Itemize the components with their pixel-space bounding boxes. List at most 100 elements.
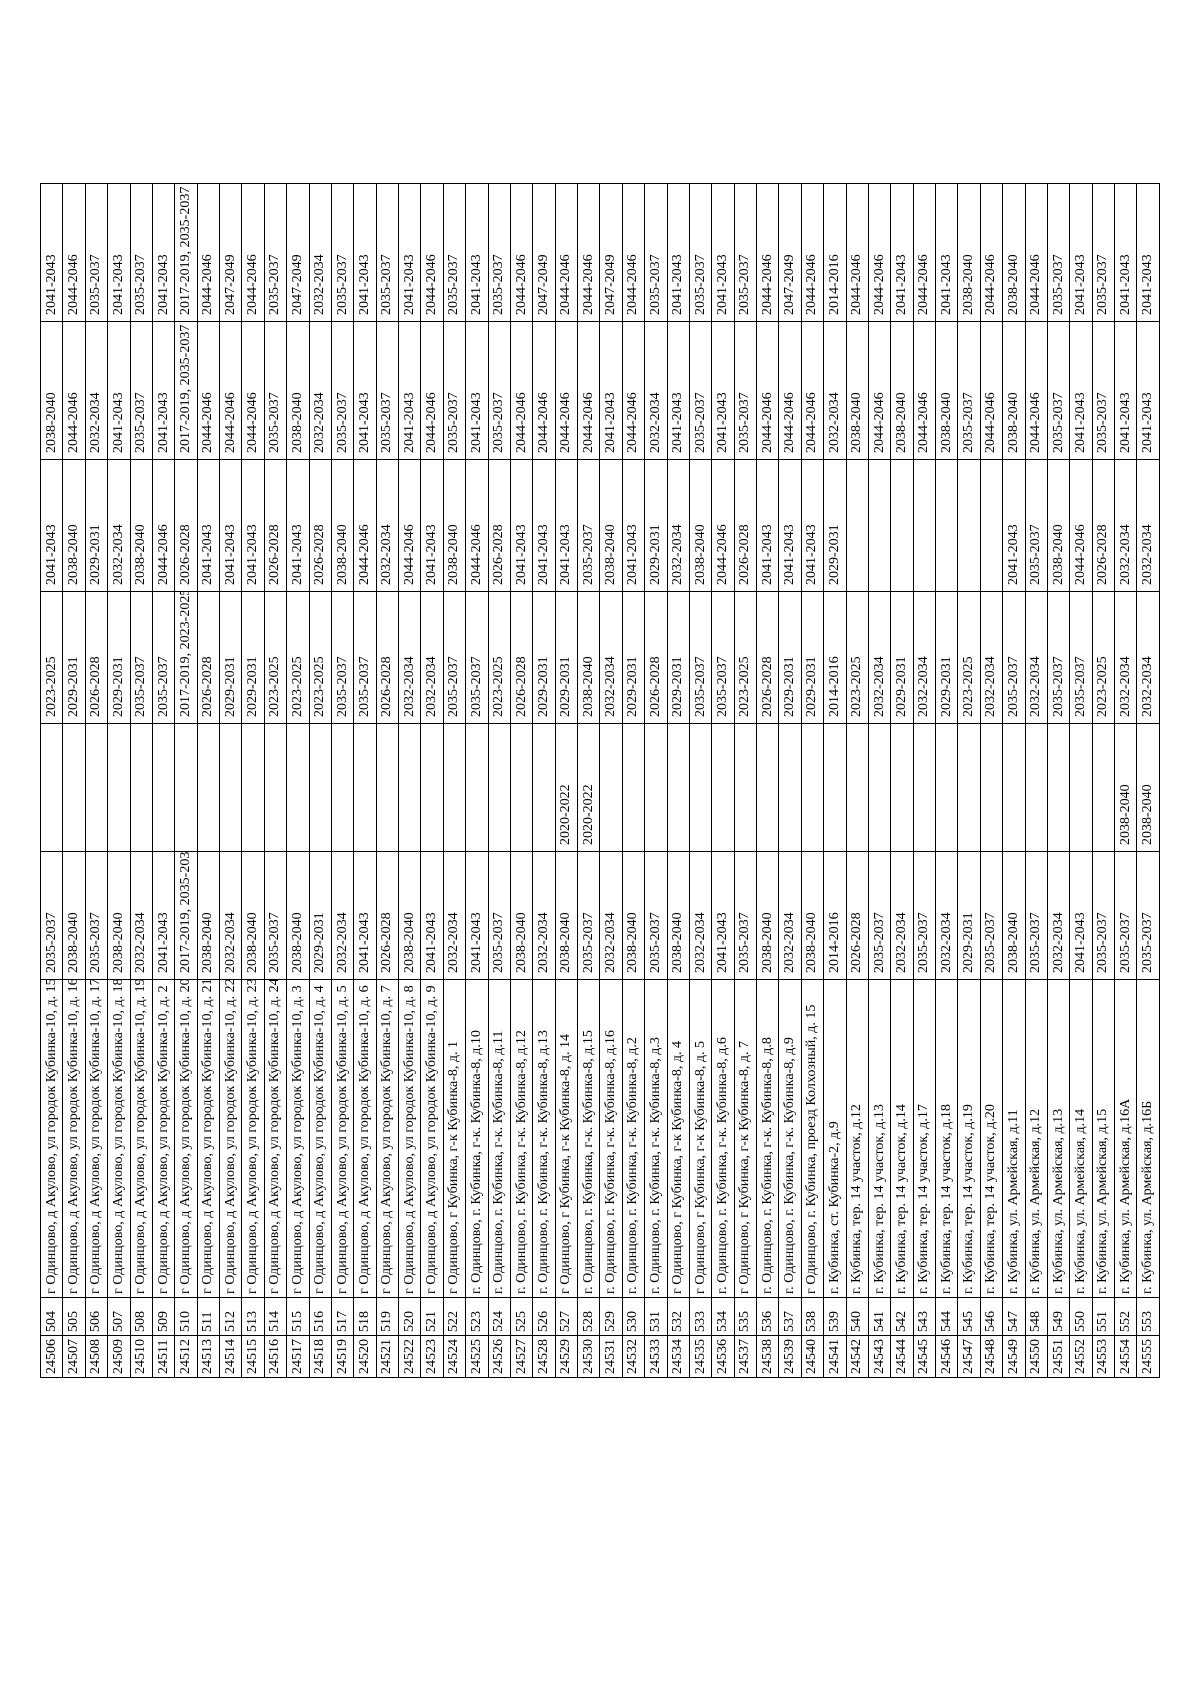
period-6-cell: 2044-2046 <box>868 183 891 321</box>
period-2-cell <box>846 723 869 851</box>
period-6-cell: 2035-2037 <box>376 183 399 321</box>
period-6-cell: 2035-2037 <box>734 183 757 321</box>
address-cell: г. Одинцово, г. Кубинка, г-к. Кубинка-8,… <box>644 979 667 1297</box>
period-3-cell: 2032-2034 <box>1114 591 1137 723</box>
address-cell: г. Одинцово, г. Кубинка, г-к. Кубинка-8,… <box>599 979 623 1297</box>
period-2-cell <box>778 723 802 851</box>
address-cell: г. Одинцово, г. Кубинка, г-к. Кубинка-8,… <box>577 979 600 1297</box>
row-number-cell: 504 <box>40 1297 63 1335</box>
period-1-cell: 2038-2040 <box>756 851 779 979</box>
period-1-cell: 2026-2028 <box>846 851 869 979</box>
period-5-cell: 2038-2040 <box>286 321 309 459</box>
period-5-cell: 2041-2043 <box>1069 321 1093 459</box>
row-number-cell: 529 <box>599 1297 623 1335</box>
period-2-cell <box>62 723 86 851</box>
row-number-cell: 543 <box>913 1297 936 1335</box>
period-2-cell <box>734 723 757 851</box>
period-1-cell: 2032-2034 <box>778 851 802 979</box>
address-cell: г. Кубинка, тер. 14 участок, д.20 <box>980 979 1003 1297</box>
address-cell: г. Кубинка, тер. 14 участок, д.18 <box>935 979 958 1297</box>
period-4-cell <box>957 459 981 591</box>
record-id-cell: 24546 <box>935 1335 958 1377</box>
period-2-cell <box>689 723 712 851</box>
period-1-cell: 2032-2034 <box>130 851 153 979</box>
period-6-cell: 2017-2019, 2035-2037 <box>174 183 198 321</box>
period-5-cell: 2038-2040 <box>1002 321 1025 459</box>
period-3-cell: 2026-2028 <box>644 591 667 723</box>
period-6-cell: 2041-2043 <box>1136 183 1160 321</box>
record-id-cell: 24545 <box>913 1335 936 1377</box>
record-id-cell: 24537 <box>734 1335 757 1377</box>
address-cell: г Одинцово, г Кубинка, г-к Кубинка-8, д.… <box>734 979 757 1297</box>
period-5-cell: 2035-2037 <box>1092 321 1115 459</box>
period-5-cell: 2044-2046 <box>801 321 824 459</box>
period-3-cell: 2023-2025 <box>264 591 287 723</box>
address-cell: г. Кубинка, тер. 14 участок, д.14 <box>890 979 914 1297</box>
row-number-cell: 522 <box>443 1297 466 1335</box>
row-number-cell: 519 <box>376 1297 399 1335</box>
period-6-cell: 2035-2037 <box>85 183 108 321</box>
record-id-cell: 24528 <box>532 1335 556 1377</box>
address-cell: г Одинцово, д Акулово, ул городок Кубинк… <box>264 979 287 1297</box>
period-4-cell: 2038-2040 <box>130 459 153 591</box>
period-4-cell: 2026-2028 <box>264 459 287 591</box>
period-5-cell: 2044-2046 <box>62 321 86 459</box>
row-number-cell: 530 <box>622 1297 645 1335</box>
period-4-cell: 2041-2043 <box>241 459 265 591</box>
period-2-cell <box>309 723 332 851</box>
row-number-cell: 515 <box>286 1297 309 1335</box>
period-2-cell <box>510 723 533 851</box>
period-1-cell: 2041-2043 <box>420 851 444 979</box>
period-6-cell: 2041-2043 <box>152 183 175 321</box>
address-cell: г Одинцово, д Акулово, ул городок Кубинк… <box>174 979 198 1297</box>
period-5-cell: 2041-2043 <box>465 321 488 459</box>
row-number-cell: 521 <box>420 1297 444 1335</box>
period-1-cell: 2038-2040 <box>398 851 421 979</box>
period-6-cell: 2035-2037 <box>264 183 287 321</box>
period-5-cell: 2044-2046 <box>868 321 891 459</box>
address-cell: г. Кубинка, тер. 14 участок, д.19 <box>957 979 981 1297</box>
period-2-cell: 2020-2022 <box>555 723 578 851</box>
period-3-cell: 2017-2019, 2023-2025 <box>174 591 198 723</box>
period-4-cell: 2026-2028 <box>309 459 332 591</box>
period-3-cell: 2035-2037 <box>130 591 153 723</box>
period-2-cell <box>1025 723 1048 851</box>
period-1-cell: 2035-2037 <box>1114 851 1137 979</box>
period-3-cell: 2035-2037 <box>1002 591 1025 723</box>
period-2-cell <box>443 723 466 851</box>
period-6-cell: 2044-2046 <box>980 183 1003 321</box>
record-id-cell: 24533 <box>644 1335 667 1377</box>
row-number-cell: 526 <box>532 1297 556 1335</box>
row-number-cell: 540 <box>846 1297 869 1335</box>
period-3-cell: 2035-2037 <box>465 591 488 723</box>
period-5-cell: 2044-2046 <box>980 321 1003 459</box>
period-4-cell: 2038-2040 <box>331 459 354 591</box>
period-4-cell: 2041-2043 <box>801 459 824 591</box>
period-3-cell: 2014-2016 <box>823 591 846 723</box>
period-6-cell: 2041-2043 <box>40 183 63 321</box>
period-4-cell: 2038-2040 <box>62 459 86 591</box>
period-6-cell: 2035-2037 <box>488 183 511 321</box>
address-cell: г. Одинцово, г. Кубинка, г-к. Кубинка-8,… <box>532 979 556 1297</box>
period-6-cell: 2041-2043 <box>107 183 130 321</box>
address-cell: г. Кубинка, ул. Армейская, д.11 <box>1002 979 1025 1297</box>
period-2-cell <box>376 723 399 851</box>
period-3-cell: 2029-2031 <box>935 591 958 723</box>
period-1-cell: 2038-2040 <box>801 851 824 979</box>
period-3-cell: 2026-2028 <box>197 591 220 723</box>
period-6-cell: 2044-2046 <box>510 183 533 321</box>
